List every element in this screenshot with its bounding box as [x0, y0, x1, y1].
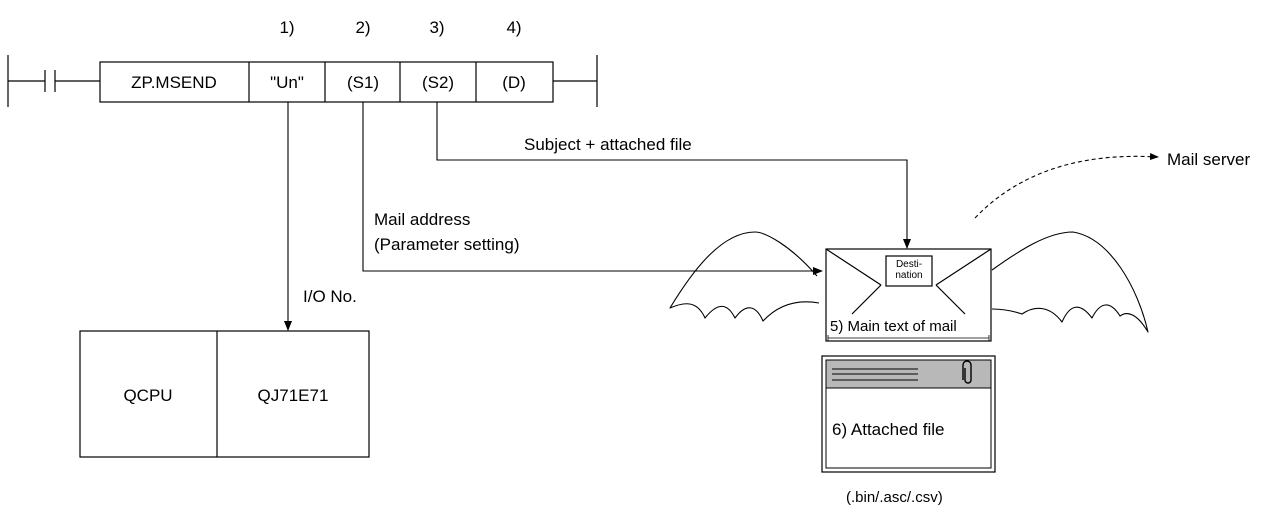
mail-server-label: Mail server	[1167, 150, 1251, 169]
subject-attached-label: Subject + attached file	[524, 135, 692, 154]
connector-arrows	[284, 102, 1159, 331]
main-text-label: 5) Main text of mail	[830, 318, 957, 335]
operand-number-3: 3)	[429, 18, 445, 37]
mail-address-arrow	[362, 102, 823, 275]
destination-box	[885, 255, 933, 287]
file-types-label: (.bin/.asc/.csv)	[846, 489, 943, 506]
parameter-setting-label: (Parameter setting)	[374, 235, 520, 254]
mail-address-label: Mail address	[374, 210, 471, 229]
qj71e71-module: QJ71E71	[257, 386, 329, 405]
qcpu-module: QCPU	[123, 386, 173, 405]
ladder-rung	[7, 55, 598, 107]
instruction-mnemonic: ZP.MSEND	[131, 73, 217, 92]
left-wing	[669, 231, 820, 322]
destination-line-2: nation	[895, 270, 923, 281]
operand-number-1: 1)	[279, 18, 295, 37]
wings	[669, 231, 1149, 333]
paperclip-icon	[962, 360, 972, 384]
envelope	[825, 248, 992, 342]
operand-d: (D)	[502, 73, 526, 92]
mail-server-arrow	[974, 153, 1159, 219]
operand-s1: (S1)	[346, 73, 380, 92]
attached-file-label: 6) Attached file	[832, 420, 945, 439]
right-wing	[991, 231, 1149, 333]
attached-file-window	[821, 355, 996, 473]
instruction-block	[99, 61, 554, 103]
destination-label: Desti- nation	[886, 259, 932, 281]
subject-arrow	[436, 102, 911, 249]
operand-s2: (S2)	[421, 73, 455, 92]
operand-number-2: 2)	[355, 18, 371, 37]
operand-un: "Un"	[270, 73, 304, 92]
destination-line-1: Desti-	[895, 259, 923, 270]
io-no-label: I/O No.	[303, 287, 357, 306]
plc-modules	[79, 330, 370, 458]
operand-number-4: 4)	[506, 18, 522, 37]
